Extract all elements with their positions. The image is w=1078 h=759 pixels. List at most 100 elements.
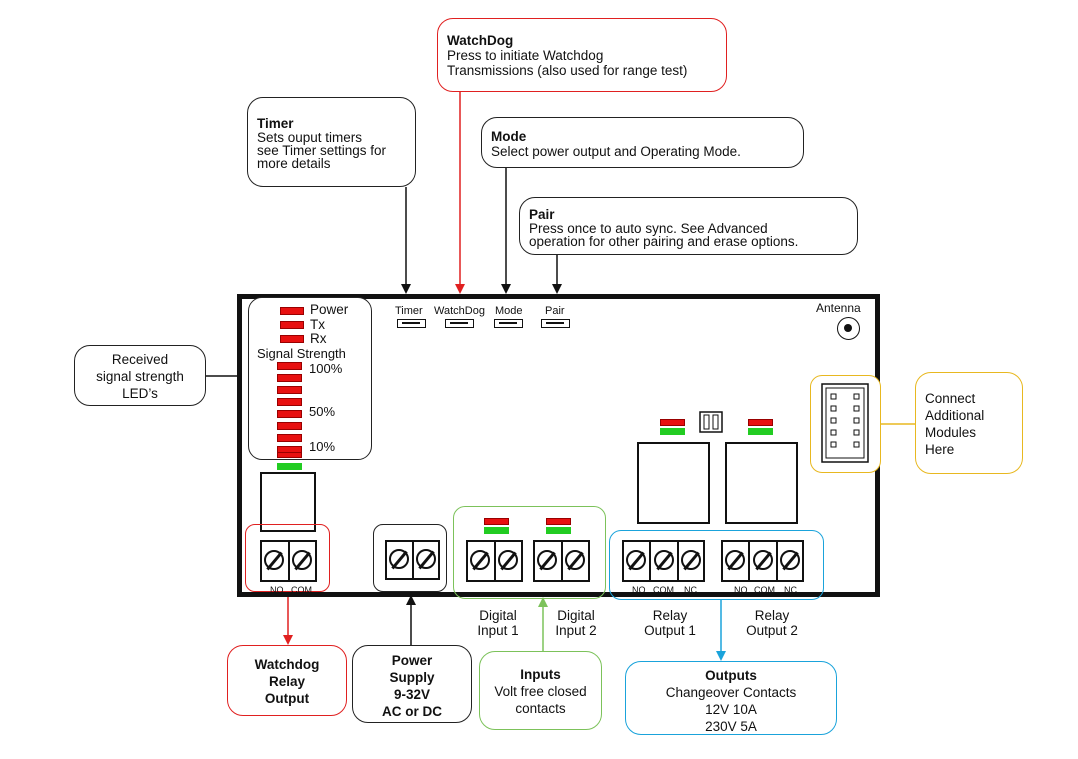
mode-callout: Mode Select power output and Operating M… [481,117,804,168]
relay1-com-label: COM [653,585,674,595]
digital-input-2-line1: Digital [557,608,595,623]
watchdog-relay [260,472,316,532]
digital-input-2-line2: Input 2 [555,623,597,638]
received-callout: Received signal strength LED’s [74,345,206,406]
terminal-divider [748,540,750,582]
signal-led-6 [277,410,302,418]
watchdog-callout-line1: Press to initiate Watchdog [447,48,604,63]
power-supply-line4: AC or DC [382,704,442,719]
power-supply-callout: Power Supply 9-32V AC or DC [352,645,472,723]
pair-button[interactable] [541,319,570,328]
input2-red-led [546,518,571,525]
signal-led-10 [277,362,302,370]
watchdog-relay-callout: Watchdog Relay Output [227,645,347,716]
power-supply-line2: Supply [389,670,435,685]
outputs-callout-line1: Changeover Contacts [665,685,797,700]
screw-icon [753,550,773,570]
rx-led [280,335,304,343]
signal-10-label: 10% [309,439,336,454]
relay-output-2-label: Relay Output 2 [737,608,807,638]
watchdog-callout: WatchDog Press to initiate Watchdog Tran… [437,18,727,92]
power-supply-line3: 9-32V [393,687,431,702]
relay1-nc-label: NC [684,585,697,595]
watchdog-button[interactable] [445,319,474,328]
screw-icon [264,550,284,570]
pair-callout-title: Pair [529,207,555,222]
watchdog-relay-line1: Watchdog [254,657,320,672]
timer-callout-line2: see Timer settings for [257,143,387,158]
input1-green-led [484,527,509,534]
signal-led-7 [277,398,302,406]
signal-50-label: 50% [309,404,336,419]
inputs-callout-title: Inputs [520,667,561,682]
watchdog-callout-title: WatchDog [447,33,514,48]
terminal-divider [677,540,679,582]
watchdog-relay-line3: Output [264,691,310,706]
mode-callout-title: Mode [491,129,527,144]
screw-icon [681,550,701,570]
screw-icon [565,550,585,570]
power-supply-line1: Power [391,653,433,668]
relay-output-1-line2: Output 1 [644,623,696,638]
terminal-divider [494,540,496,582]
outputs-callout-title: Outputs [705,668,757,683]
watchdog-output-box [245,524,330,592]
received-callout-line1: Received [111,352,169,367]
inputs-callout: Inputs Volt free closed contacts [479,651,602,730]
timer-callout: Timer Sets ouput timers see Timer settin… [247,97,416,187]
relay2-no-label: NO [734,585,748,595]
antenna-label: Antenna [816,301,861,315]
screw-icon [470,550,490,570]
watchdog-com-label: COM [291,585,312,595]
power-led-label: Power [310,302,349,317]
screw-icon [725,550,745,570]
outputs-callout: Outputs Changeover Contacts 12V 10A 230V… [625,661,837,735]
pair-callout-line2: operation for other pairing and erase op… [529,234,799,249]
tx-led-label: Tx [310,317,325,332]
power-led [280,307,304,315]
rx-led-label: Rx [310,331,327,346]
watchdog-callout-line2: Transmissions (also used for range test) [447,63,688,78]
signal-led-5 [277,422,302,430]
signal-led-9 [277,374,302,382]
pair-callout-line1: Press once to auto sync. See Advanced [529,221,768,236]
screw-icon [537,550,557,570]
digital-input-1-line2: Input 1 [477,623,519,638]
watchdog-button-label: WatchDog [434,305,485,317]
connect-callout-line2: Additional [925,408,985,423]
mode-callout-line1: Select power output and Operating Mode. [491,144,741,159]
screw-icon [416,549,436,569]
terminal-divider [649,540,651,582]
power-terminal-box [373,524,447,592]
terminal-divider [776,540,778,582]
timer-button[interactable] [397,319,426,328]
digital-input-1-label: Digital Input 1 [468,608,528,638]
relay1-no-label: NO [632,585,646,595]
signal-strength-label: Signal Strength [257,346,346,361]
outputs-callout-line2: 12V 10A [705,702,757,717]
tx-led [280,321,304,329]
screw-icon [498,550,518,570]
mode-button-label: Mode [495,305,523,317]
signal-led-2 [277,452,302,458]
relay2-red-led [748,419,773,426]
outputs-callout-line3: 230V 5A [705,719,757,734]
pair-callout: Pair Press once to auto sync. See Advanc… [519,197,858,255]
signal-100-label: 100% [309,361,343,376]
expansion-header-icon [821,383,869,463]
timer-callout-title: Timer [257,116,294,131]
relay2-com-label: COM [754,585,775,595]
jumper-icon [699,411,723,433]
relay2-green-led [748,428,773,435]
signal-led-green [277,463,302,470]
watchdog-no-label: NO [270,585,284,595]
connect-callout-line3: Modules [925,425,977,440]
mode-button[interactable] [494,319,523,328]
input1-red-led [484,518,509,525]
signal-led-8 [277,386,302,394]
connect-callout-line1: Connect [925,391,976,406]
digital-input-1-line1: Digital [479,608,517,623]
connect-callout-line4: Here [925,442,955,457]
inputs-terminal-box [453,506,606,599]
screw-icon [780,550,800,570]
